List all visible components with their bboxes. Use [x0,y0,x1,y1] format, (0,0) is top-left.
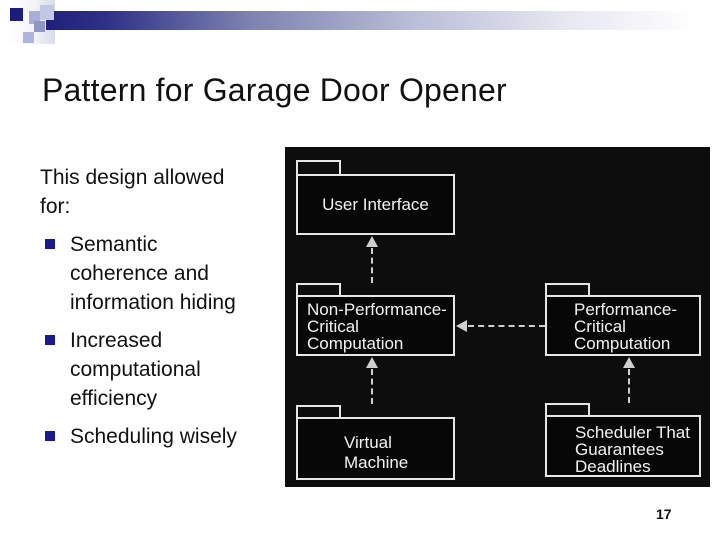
package-tab-non-performance-critical [296,283,341,296]
dashed-line-sched-to-perf [628,369,630,403]
bullet-line: coherence and [70,262,209,285]
package-scheduler-that-guarantees-deadlines: Scheduler That Guarantees Deadlines [545,415,701,477]
package-label: Machine [344,453,409,472]
arrow-up-icon [366,236,378,247]
package-label: Computation [574,334,671,353]
package-label: Performance- [574,300,677,319]
decor-square-dark-icon [10,8,23,21]
package-label: Guarantees [575,440,664,459]
decor-square-lavender-icon [29,11,40,24]
package-tab-performance-critical [545,283,590,296]
package-label: Computation [307,334,404,353]
package-user-interface: User Interface [296,174,455,235]
decor-square-light-icon [40,5,54,20]
bullet-line: information hiding [70,291,236,314]
intro-line: for: [40,195,71,218]
package-label: Non-Performance- [307,300,447,319]
body-text-block: This design allowed for: Semantic cohere… [40,163,280,451]
header-accent-bar [46,11,710,30]
package-label: Critical [574,317,626,336]
page-number: 17 [656,506,672,522]
package-non-performance-critical-computation: Non-Performance- Critical Computation [296,295,455,356]
architecture-diagram: User Interface Non-Performance- Critical… [285,147,710,487]
arrow-up-icon [623,357,635,368]
package-performance-critical-computation: Performance- Critical Computation [545,295,701,356]
package-label: User Interface [322,195,429,214]
package-label: Deadlines [575,457,651,476]
intro-line: This design allowed [40,166,225,189]
package-tab-scheduler [545,403,590,416]
bullet-item-computational-efficiency: Increased computational efficiency [40,326,280,413]
square-bullet-icon [45,239,55,249]
package-tab-user-interface [296,160,341,174]
package-tab-virtual-machine [296,405,341,418]
bullet-item-scheduling-wisely: Scheduling wisely [40,422,280,451]
square-bullet-icon [45,335,55,345]
decor-square-medium-icon [34,21,45,32]
bullet-line: efficiency [70,387,158,410]
bullet-line: computational [70,358,201,381]
dashed-line-vm-to-np [371,369,373,404]
arrow-left-icon [456,320,467,332]
decor-square-blue-icon [23,32,34,43]
bullet-line: Semantic [70,233,158,256]
package-label: Scheduler That [575,423,690,442]
arrow-up-icon [366,357,378,368]
bullet-item-semantic-coherence: Semantic coherence and information hidin… [40,230,280,317]
package-label: Virtual [344,433,392,452]
page-title: Pattern for Garage Door Opener [42,72,507,108]
package-virtual-machine: Virtual Machine [296,417,455,480]
bullet-line: Scheduling wisely [70,425,237,448]
package-label: Critical [307,317,359,336]
bullet-line: Increased [70,329,163,352]
dashed-line-perf-to-np [468,325,545,327]
dashed-line-np-to-ui [371,248,373,283]
square-bullet-icon [45,431,55,441]
